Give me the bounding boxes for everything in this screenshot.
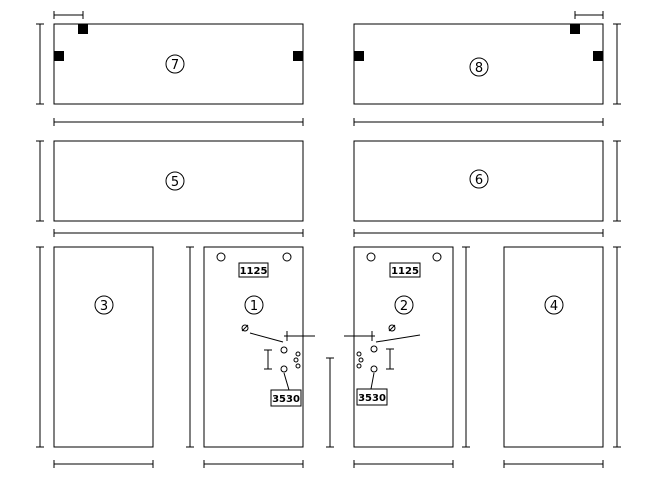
dimension-line (36, 140, 44, 222)
dimension-line (613, 246, 621, 448)
panel-3 (53, 246, 154, 448)
code-box (270, 389, 302, 407)
panel-7-badge (165, 54, 185, 74)
fitting-hole (356, 351, 362, 357)
panel-3-number: 3 (100, 299, 108, 314)
panel-4-badge (544, 295, 564, 315)
fitting-marker (78, 24, 88, 34)
panel-1 (203, 246, 304, 448)
leader-line (249, 332, 284, 343)
dimension-line (613, 140, 621, 222)
panel-4 (503, 246, 604, 448)
fitting-hole (370, 345, 378, 353)
panel-2-badge (394, 295, 414, 315)
dimension-line (53, 118, 304, 126)
fitting-hole (356, 363, 362, 369)
panel-7 (53, 23, 304, 105)
dimension-line (53, 229, 304, 237)
panel-2-number: 2 (400, 299, 408, 314)
panel-1-badge (244, 295, 264, 315)
dimension-line (36, 23, 44, 105)
fitting-hole (241, 324, 249, 332)
code-box (356, 388, 388, 406)
mounting-hole (282, 252, 292, 262)
panel-5 (53, 140, 304, 222)
dimension-line (503, 460, 604, 468)
mounting-hole (432, 252, 442, 262)
fitting-hole (295, 363, 301, 369)
panel-2 (353, 246, 454, 448)
code-box (389, 262, 421, 278)
panel-8-number: 8 (475, 61, 483, 76)
fitting-hole (388, 324, 396, 332)
dimension-line (353, 460, 454, 468)
leader-line (283, 372, 290, 391)
panel-5-badge (165, 171, 185, 191)
fitting-hole (280, 346, 288, 354)
panel-7-number: 7 (171, 58, 179, 73)
panel-5-number: 5 (171, 175, 179, 190)
dimension-line (386, 348, 394, 370)
fitting-marker (354, 51, 364, 61)
fitting-hole (388, 324, 396, 332)
dimension-line (203, 460, 304, 468)
fitting-marker (593, 51, 603, 61)
fitting-hole (241, 324, 249, 332)
code-label: 3530 (272, 394, 300, 405)
panel-6-badge (469, 169, 489, 189)
mounting-hole (366, 252, 376, 262)
code-label: 3530 (358, 393, 386, 404)
fitting-marker (570, 24, 580, 34)
fitting-marker (54, 51, 64, 61)
dimension-line (613, 23, 621, 105)
fitting-hole (358, 357, 364, 363)
panel-8-badge (469, 57, 489, 77)
dimension-line (353, 118, 604, 126)
panel-6-number: 6 (475, 173, 483, 188)
dimension-line (326, 357, 334, 448)
fitting-marker (293, 51, 303, 61)
fitting-hole (280, 365, 288, 373)
dimension-line (53, 460, 154, 468)
mounting-hole (216, 252, 226, 262)
dimension-line (264, 349, 272, 370)
panel-6 (353, 140, 604, 222)
panel-3-badge (94, 295, 114, 315)
panel-8 (353, 23, 604, 105)
leader-line (375, 334, 421, 343)
code-label: 1125 (391, 266, 419, 277)
dimension-line (186, 246, 194, 448)
fitting-hole (295, 351, 301, 357)
code-label: 1125 (240, 266, 268, 277)
dimension-line (53, 11, 84, 19)
panel-1-number: 1 (250, 299, 258, 314)
fitting-hole (370, 365, 378, 373)
leader-line (370, 372, 375, 390)
dimension-line (574, 11, 604, 19)
fitting-hole (293, 357, 299, 363)
dimension-line (462, 246, 470, 448)
dimension-line (353, 229, 604, 237)
panel-4-number: 4 (550, 299, 558, 314)
code-box (238, 262, 269, 278)
dimension-line (36, 246, 44, 448)
